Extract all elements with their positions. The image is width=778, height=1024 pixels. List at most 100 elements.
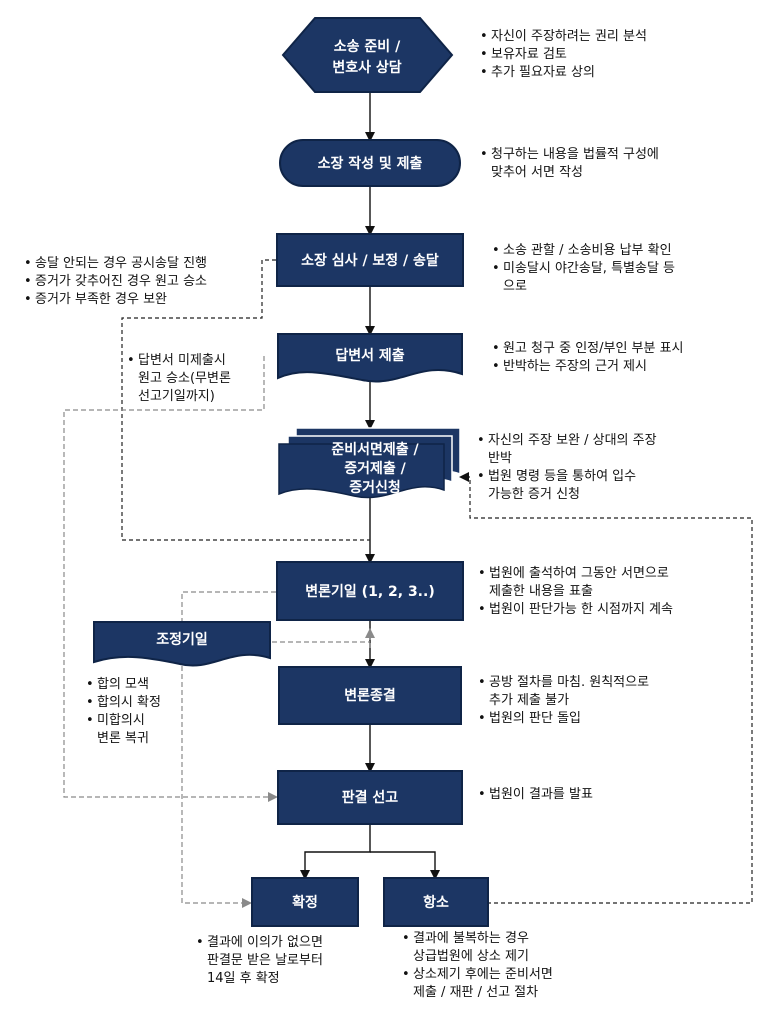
note-closing-item-1-line1: 공방 절차를 마침. 원칙적으로 — [489, 675, 650, 690]
note-final-line1: 결과에 이의가 없으면 — [207, 935, 323, 950]
note-answer-left: 답변서 미제출시 원고 승소(무변론 선고기일까지) — [127, 352, 231, 406]
node-review-label: 소장 심사 / 보정 / 송달 — [301, 252, 439, 269]
node-mediation-shape — [93, 621, 271, 667]
note-hearing-item-1: 법원에 출석하여 그동안 서면으로 — [478, 565, 673, 583]
note-mediation-item-2: 합의시 확정 — [86, 694, 161, 712]
note-final-line2: 판결문 받은 날로부터 — [207, 953, 323, 968]
note-review-right-item-2-line2: 으로 — [503, 279, 527, 294]
node-complaint: 소장 작성 및 제출 — [279, 139, 461, 187]
note-prep-item-2: 보유자료 검토 — [480, 46, 647, 64]
note-mediation-item-3-line1: 미합의시 — [97, 713, 145, 728]
note-briefs-item-2-line1: 법원 명령 등을 통하여 입수 — [488, 469, 637, 484]
note-closing: 공방 절차를 마침. 원칙적으로 추가 제출 불가 법원의 판단 돌입 — [478, 674, 649, 728]
node-prep: 소송 준비 / 변호사 상담 — [281, 17, 454, 93]
dashed-gray-connectors — [63, 356, 375, 908]
note-appeal-item-1-line2: 상급법원에 상소 제기 — [413, 949, 529, 964]
note-appeal: 결과에 불복하는 경우 상급법원에 상소 제기 상소제기 후에는 준비서면 제출… — [402, 930, 553, 1002]
node-appeal-label: 항소 — [423, 894, 449, 911]
node-appeal-shape — [383, 877, 489, 927]
node-briefs-line1: 준비서면제출 / — [331, 441, 419, 458]
note-answer-left-item-1: 답변서 미제출시 — [127, 352, 231, 370]
note-appeal-item-1-line1: 결과에 불복하는 경우 — [413, 931, 529, 946]
dashed-review-to-hearing — [121, 259, 370, 541]
note-review-left-item-1: 송달 안되는 경우 공시송달 진행 — [24, 255, 207, 273]
node-prep-line1: 소송 준비 / — [334, 39, 401, 55]
note-mediation-item-3: 미합의시 — [86, 712, 161, 730]
node-judgment-label: 판결 선고 — [342, 789, 399, 806]
note-prep: 자신이 주장하려는 권리 분석 보유자료 검토 추가 필요자료 상의 — [480, 28, 647, 82]
note-review-right: 소송 관할 / 소송비용 납부 확인 미송달시 야간송달, 특별송달 등 으로 — [492, 242, 675, 296]
node-hearing: 변론기일 (1, 2, 3..) — [276, 561, 464, 621]
node-closing-shape — [278, 666, 462, 725]
node-mediation-label: 조정기일 — [156, 631, 208, 648]
note-final: 결과에 이의가 없으면 판결문 받은 날로부터 14일 후 확정 — [196, 934, 323, 988]
note-hearing: 법원에 출석하여 그동안 서면으로 제출한 내용을 표출 법원이 판단가능 한 … — [478, 565, 673, 619]
dashed-hearing-to-final — [181, 591, 276, 908]
node-answer: 답변서 제출 — [277, 333, 463, 383]
node-judgment: 판결 선고 — [277, 770, 463, 825]
node-review: 소장 심사 / 보정 / 송달 — [276, 233, 464, 287]
note-briefs: 자신의 주장 보완 / 상대의 주장 반박 법원 명령 등을 통하여 입수 가능… — [477, 432, 657, 504]
node-mediation: 조정기일 — [93, 621, 271, 667]
node-briefs-shape-front — [278, 443, 445, 499]
node-closing: 변론종결 — [278, 666, 462, 725]
node-judgment-shape — [277, 770, 463, 825]
note-review-right-item-1: 소송 관할 / 소송비용 납부 확인 — [492, 242, 675, 260]
node-final: 확정 — [251, 877, 359, 927]
note-final-line3: 14일 후 확정 — [207, 971, 280, 986]
note-final-item-1: 결과에 이의가 없으면 — [196, 934, 323, 952]
node-briefs-line3: 증거신청 — [349, 480, 401, 496]
note-mediation: 합의 모색 합의시 확정 미합의시 변론 복귀 — [86, 676, 161, 748]
dashed-answer-to-judgment — [63, 356, 278, 802]
note-mediation-item-3-line2: 변론 복귀 — [97, 731, 149, 746]
note-briefs-item-1-line1: 자신의 주장 보완 / 상대의 주장 — [488, 433, 657, 448]
node-prep-shape — [281, 17, 454, 93]
note-appeal-item-2-line2: 제출 / 재판 / 선고 절차 — [413, 985, 539, 1000]
note-prep-item-3: 추가 필요자료 상의 — [480, 64, 647, 82]
note-review-right-item-2: 미송달시 야간송달, 특별송달 등 — [492, 260, 675, 278]
connector-judgment-to-appeal — [370, 851, 440, 880]
note-hearing-item-1-line1: 법원에 출석하여 그동안 서면으로 — [489, 566, 669, 581]
note-appeal-item-2-line1: 상소제기 후에는 준비서면 — [413, 967, 553, 982]
note-complaint-line2: 맞추어 서면 작성 — [491, 165, 583, 180]
note-closing-item-1-line2: 추가 제출 불가 — [489, 693, 570, 708]
note-closing-item-1: 공방 절차를 마침. 원칙적으로 — [478, 674, 649, 692]
note-answer-right-item-2: 반박하는 주장의 근거 제시 — [492, 358, 684, 376]
node-closing-label: 변론종결 — [344, 687, 396, 704]
note-review-left: 송달 안되는 경우 공시송달 진행 증거가 갖추어진 경우 원고 승소 증거가 … — [24, 255, 207, 309]
note-complaint-item-1: 청구하는 내용을 법률적 구성에 — [480, 146, 659, 164]
note-answer-left-line2: 원고 승소(무변론 — [138, 371, 231, 386]
note-complaint: 청구하는 내용을 법률적 구성에 맞추어 서면 작성 — [480, 146, 659, 182]
dashed-appeal-to-briefs — [459, 472, 753, 904]
note-complaint-line1: 청구하는 내용을 법률적 구성에 — [491, 147, 659, 162]
node-briefs: 준비서면제출 / 증거제출 / 증거신청 — [278, 427, 461, 499]
node-complaint-label: 소장 작성 및 제출 — [318, 155, 423, 172]
note-answer-left-line3: 선고기일까지) — [138, 389, 215, 404]
note-mediation-item-1: 합의 모색 — [86, 676, 161, 694]
note-hearing-item-1-line2: 제출한 내용을 표출 — [489, 584, 593, 599]
node-hearing-label: 변론기일 (1, 2, 3..) — [305, 584, 434, 600]
note-prep-item-1: 자신이 주장하려는 권리 분석 — [480, 28, 647, 46]
note-briefs-item-2: 법원 명령 등을 통하여 입수 — [477, 468, 657, 486]
node-appeal: 항소 — [383, 877, 489, 927]
dashed-dark-connectors — [121, 259, 753, 904]
node-hearing-shape — [276, 561, 464, 621]
node-review-shape — [276, 233, 464, 287]
note-review-right-item-2-line1: 미송달시 야간송달, 특별송달 등 — [503, 261, 676, 276]
note-briefs-item-1: 자신의 주장 보완 / 상대의 주장 — [477, 432, 657, 450]
note-judgment: 법원이 결과를 발표 — [478, 786, 593, 804]
node-answer-label: 답변서 제출 — [335, 347, 404, 364]
note-appeal-item-1: 결과에 불복하는 경우 — [402, 930, 553, 948]
note-judgment-item-1: 법원이 결과를 발표 — [478, 786, 593, 804]
note-review-left-item-3: 증거가 부족한 경우 보완 — [24, 291, 207, 309]
node-final-shape — [251, 877, 359, 927]
node-prep-line2: 변호사 상담 — [332, 59, 401, 76]
note-answer-left-line1: 답변서 미제출시 — [138, 353, 226, 368]
node-complaint-shape — [279, 139, 461, 187]
note-answer-right: 원고 청구 중 인정/부인 부분 표시 반박하는 주장의 근거 제시 — [492, 340, 684, 376]
node-answer-shape — [277, 333, 463, 383]
note-appeal-item-2: 상소제기 후에는 준비서면 — [402, 966, 553, 984]
note-briefs-item-2-line2: 가능한 증거 신청 — [488, 487, 580, 502]
note-closing-item-2: 법원의 판단 돌입 — [478, 710, 649, 728]
